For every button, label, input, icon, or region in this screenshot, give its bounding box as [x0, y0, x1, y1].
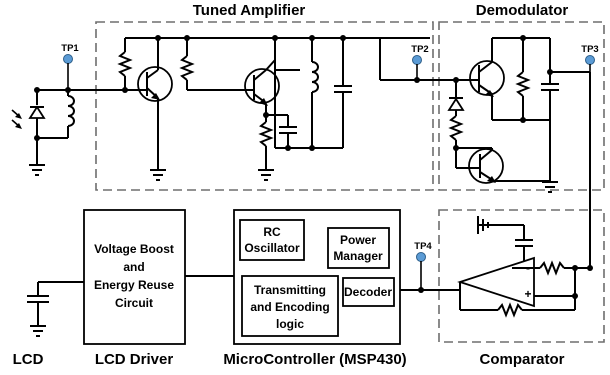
ground-icon: [258, 169, 274, 181]
transmitting-line1: Transmitting: [254, 283, 326, 297]
capacitor-icon: [515, 239, 533, 247]
lcd-title: LCD: [13, 351, 44, 368]
comparator-circuit: - +: [457, 216, 593, 318]
power-manager-box: [327, 227, 390, 269]
voltage-boost-line3: Energy Reuse: [94, 278, 174, 292]
voltage-boost-line1: Voltage Boost: [94, 242, 174, 256]
tp2-label: TP2: [411, 44, 428, 55]
input-inductor-icon: [37, 90, 75, 139]
photodiode-icon: [28, 90, 46, 165]
resistor-icon: [534, 260, 590, 276]
test-point-tp4: TP4: [414, 241, 432, 290]
transmitting-line3: logic: [276, 317, 304, 331]
transistor-q2-icon: [240, 38, 280, 115]
capacitor-icon: [334, 38, 352, 148]
ground-icon: [29, 164, 45, 176]
voltage-boost-line2: and: [123, 260, 144, 274]
resistor-icon: [448, 115, 464, 148]
comparator-border: [438, 209, 605, 343]
tuned-amplifier-title: Tuned Amplifier: [193, 2, 306, 19]
op-amp-plus-label: +: [524, 287, 531, 301]
light-arrows-icon: [11, 109, 22, 129]
power-manager-line1: Power: [340, 233, 376, 247]
resistor-icon: [179, 38, 195, 90]
diode-icon: [447, 80, 465, 116]
power-manager-line2: Manager: [333, 249, 383, 263]
lcd-driver-box: [83, 209, 186, 345]
transmitting-encoding-box: [241, 275, 339, 337]
tp4-label: TP4: [414, 241, 432, 252]
comparator-title: Comparator: [479, 351, 564, 368]
transmitting-line2: and Encoding: [250, 300, 329, 314]
ground-icon: [150, 169, 166, 181]
capacitor-icon: [279, 126, 297, 134]
tp3-label: TP3: [581, 44, 598, 55]
tank-inductor-icon: [311, 38, 319, 148]
lcd-driver-title: LCD Driver: [95, 351, 174, 368]
decoder-box: [342, 277, 395, 307]
test-point-tp2: TP2: [411, 44, 429, 80]
demodulator-border: [438, 21, 605, 191]
resistor-icon: [497, 302, 523, 318]
rc-oscillator-line1: RC: [263, 225, 281, 239]
transistor-q1-icon: [125, 38, 173, 170]
test-point-tp1: TP1: [61, 43, 79, 90]
decoder-label: Decoder: [344, 285, 392, 299]
test-point-tp3: TP3: [581, 44, 599, 72]
voltage-boost-line4: Circuit: [115, 296, 153, 310]
tuned-amplifier-border: [95, 21, 434, 191]
demodulator-circuit: [447, 35, 591, 268]
transistor-q4-icon: [468, 147, 550, 184]
resistor-icon: [117, 38, 133, 90]
capacitor-icon: [541, 72, 559, 120]
tuned-amplifier-circuit: [117, 35, 456, 181]
ground-icon: [30, 325, 46, 337]
demodulator-title: Demodulator: [476, 2, 569, 19]
op-amp-icon: - +: [457, 256, 535, 308]
microcontroller-title: MicroController (MSP430): [223, 351, 406, 368]
transistor-q3-icon: [456, 38, 505, 120]
resistor-icon: [258, 115, 274, 170]
tp1-label: TP1: [61, 43, 79, 54]
lcd-capacitor: [27, 281, 84, 337]
photodiode-input-stage: [11, 87, 125, 176]
ground-icon: [542, 181, 558, 193]
rc-oscillator-line2: Oscillator: [244, 241, 300, 255]
rc-oscillator-box: [239, 219, 305, 261]
resistor-icon: [515, 38, 531, 120]
